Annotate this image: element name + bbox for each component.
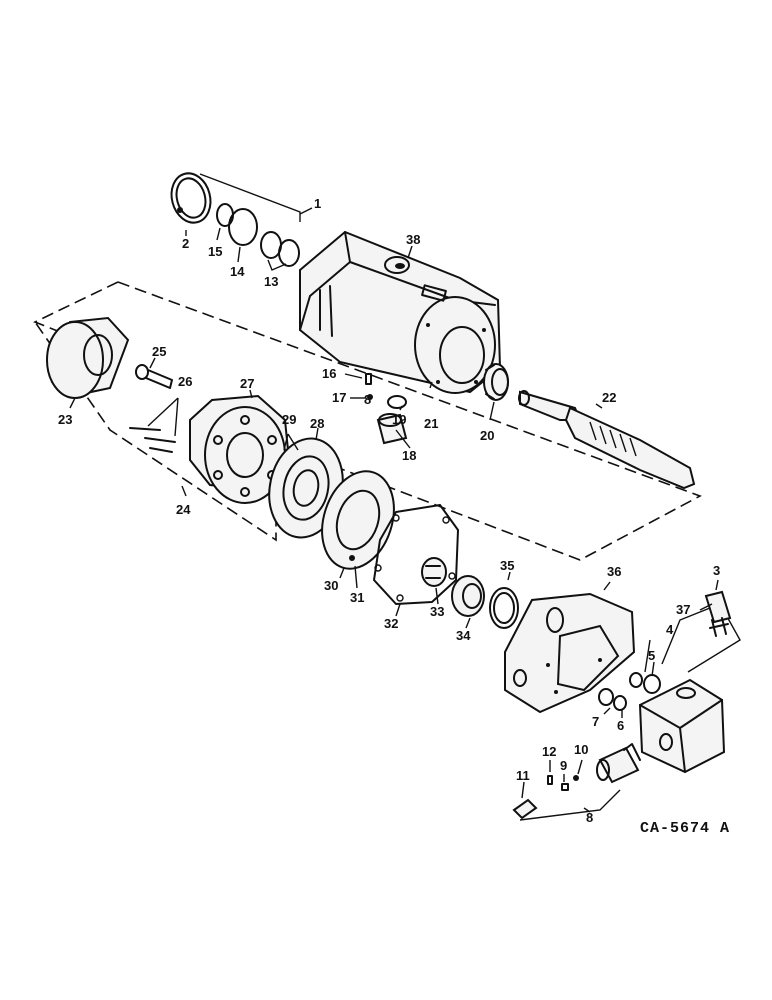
leader-lines xyxy=(69,227,719,813)
gasket xyxy=(373,504,459,605)
callout-labels: 1 2 3 4 5 6 7 8 8 9 10 11 12 13 14 15 16… xyxy=(58,196,720,825)
callout-16: 16 xyxy=(322,366,336,381)
callout-27: 27 xyxy=(240,376,254,391)
callout-7: 7 xyxy=(592,714,599,729)
end-cover xyxy=(504,592,636,714)
drawing-code: CA-5674 A xyxy=(640,820,730,837)
seal-kit-group xyxy=(170,172,313,267)
callout-35: 35 xyxy=(500,558,514,573)
callout-17: 17 xyxy=(332,390,346,405)
callout-38: 38 xyxy=(406,232,420,247)
callout-9: 9 xyxy=(560,758,567,773)
callout-33: 33 xyxy=(430,604,444,619)
callout-32: 32 xyxy=(384,616,398,631)
valve-block xyxy=(638,603,741,774)
callout-25: 25 xyxy=(152,344,166,359)
spring-pins xyxy=(129,427,176,453)
callout-36: 36 xyxy=(607,564,621,579)
pin xyxy=(135,364,173,389)
drive-shaft xyxy=(518,390,696,490)
callout-24: 24 xyxy=(176,502,191,517)
callout-8b: 8 xyxy=(364,392,371,407)
check-valve-bracket xyxy=(519,789,621,821)
gear xyxy=(421,557,447,587)
callout-13: 13 xyxy=(264,274,278,289)
callout-18: 18 xyxy=(402,448,416,463)
callout-8: 8 xyxy=(586,810,593,825)
bearing xyxy=(483,363,509,401)
small-fittings xyxy=(512,775,579,820)
callout-1: 1 xyxy=(314,196,321,211)
callout-20: 20 xyxy=(480,428,494,443)
callout-14: 14 xyxy=(230,264,245,279)
callout-37: 37 xyxy=(676,602,690,617)
callout-2: 2 xyxy=(182,236,189,251)
callout-6: 6 xyxy=(617,718,624,733)
callout-12: 12 xyxy=(542,744,556,759)
seal-ring xyxy=(489,587,519,629)
callout-11: 11 xyxy=(516,768,530,783)
rear-bearing xyxy=(451,575,485,617)
check-valve xyxy=(596,743,641,784)
callout-29: 29 xyxy=(282,412,296,427)
relief-valve xyxy=(704,590,732,637)
callout-21: 21 xyxy=(424,416,438,431)
plug-parts xyxy=(365,373,408,445)
callout-15: 15 xyxy=(208,244,222,259)
callout-22: 22 xyxy=(602,390,616,405)
pump-housing xyxy=(299,230,502,394)
pulley xyxy=(46,316,130,399)
callout-30: 30 xyxy=(324,578,338,593)
callout-34: 34 xyxy=(456,628,471,643)
callout-4: 4 xyxy=(666,622,674,637)
callout-10: 10 xyxy=(574,742,588,757)
valve-plate xyxy=(321,470,395,570)
callout-23: 23 xyxy=(58,412,72,427)
callout-19: 19 xyxy=(392,412,406,427)
callout-26: 26 xyxy=(178,374,192,389)
callout-31: 31 xyxy=(350,590,364,605)
callout-3: 3 xyxy=(713,563,720,578)
callout-5: 5 xyxy=(648,648,655,663)
cylinder-block xyxy=(189,394,292,504)
callout-28: 28 xyxy=(310,416,324,431)
